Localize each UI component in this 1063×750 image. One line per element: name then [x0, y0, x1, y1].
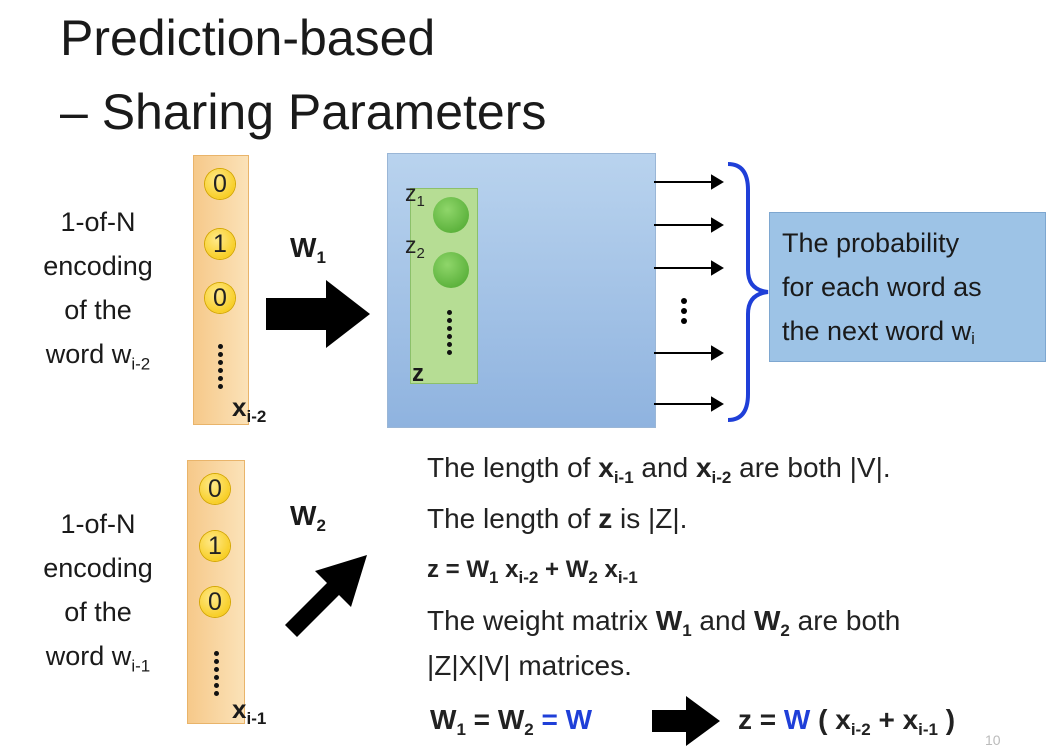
encoding-line: 1-of-N	[60, 207, 136, 237]
page-number: 10	[985, 732, 1001, 748]
weight-label-w2: W2	[290, 500, 326, 535]
bit-node: 0	[205, 169, 235, 199]
hidden-node	[433, 252, 469, 288]
encoding-line: encoding	[43, 251, 153, 281]
input-vector-bottom: 0 1 0	[187, 460, 245, 724]
node-label-z2: z2	[405, 232, 425, 262]
note-z-length: The length of z is |Z|.	[427, 503, 688, 534]
encoding-line: encoding	[43, 553, 153, 583]
title-line-1: Prediction-based	[60, 10, 436, 66]
encoding-line: of the	[64, 597, 132, 627]
weight-label-w1: W1	[290, 232, 326, 267]
arrow-diagonal-icon	[285, 555, 367, 637]
ellipsis-dots	[214, 651, 219, 699]
arrow-right-icon	[652, 696, 720, 746]
encoding-line: word wi-2	[45, 339, 151, 374]
probability-line: for each word as	[782, 272, 982, 302]
output-arrows	[654, 174, 724, 412]
probability-box: The probability for each word as the nex…	[769, 212, 1046, 362]
input-vector-top: 0 1 0	[193, 155, 249, 425]
vector-label-bottom: xi-1	[232, 694, 267, 728]
note-weight-matrix: The weight matrix W1 and W2 are both	[427, 605, 901, 640]
probability-line: the next word wi	[782, 316, 975, 348]
equation-shared-weights: W1 = W2 = W	[430, 704, 593, 739]
note-matrix-size: |Z|X|V| matrices.	[427, 650, 632, 681]
encoding-label-bottom: 1-of-N encoding of the word wi-1	[18, 502, 178, 688]
title-line-2: – Sharing Parameters	[60, 84, 547, 140]
encoding-line: 1-of-N	[60, 509, 136, 539]
node-label-z1: z1	[405, 180, 425, 210]
equation-result: z = W ( xi-2 + xi-1 )	[738, 704, 956, 739]
brace-icon	[727, 162, 769, 422]
note-vector-length: The length of xi-1 and xi-2 are both |V|…	[427, 452, 891, 487]
arrow-right-icon	[266, 280, 370, 348]
equation-z: z = W1 xi-2 + W2 xi-1	[427, 556, 638, 587]
encoding-line: of the	[64, 295, 132, 325]
bit-node: 1	[205, 229, 235, 259]
bit-node: 1	[200, 531, 230, 561]
encoding-label-top: 1-of-N encoding of the word wi-2	[18, 200, 178, 386]
hidden-layer-label: z	[412, 360, 424, 387]
ellipsis-dots	[218, 344, 223, 392]
probability-line: The probability	[782, 228, 960, 258]
bit-node: 0	[200, 587, 230, 617]
bit-node: 0	[205, 283, 235, 313]
bit-node: 0	[200, 474, 230, 504]
ellipsis-dots	[447, 310, 452, 358]
hidden-node	[433, 197, 469, 233]
vector-label-top: xi-2	[232, 392, 267, 426]
encoding-line: word wi-1	[45, 641, 151, 676]
